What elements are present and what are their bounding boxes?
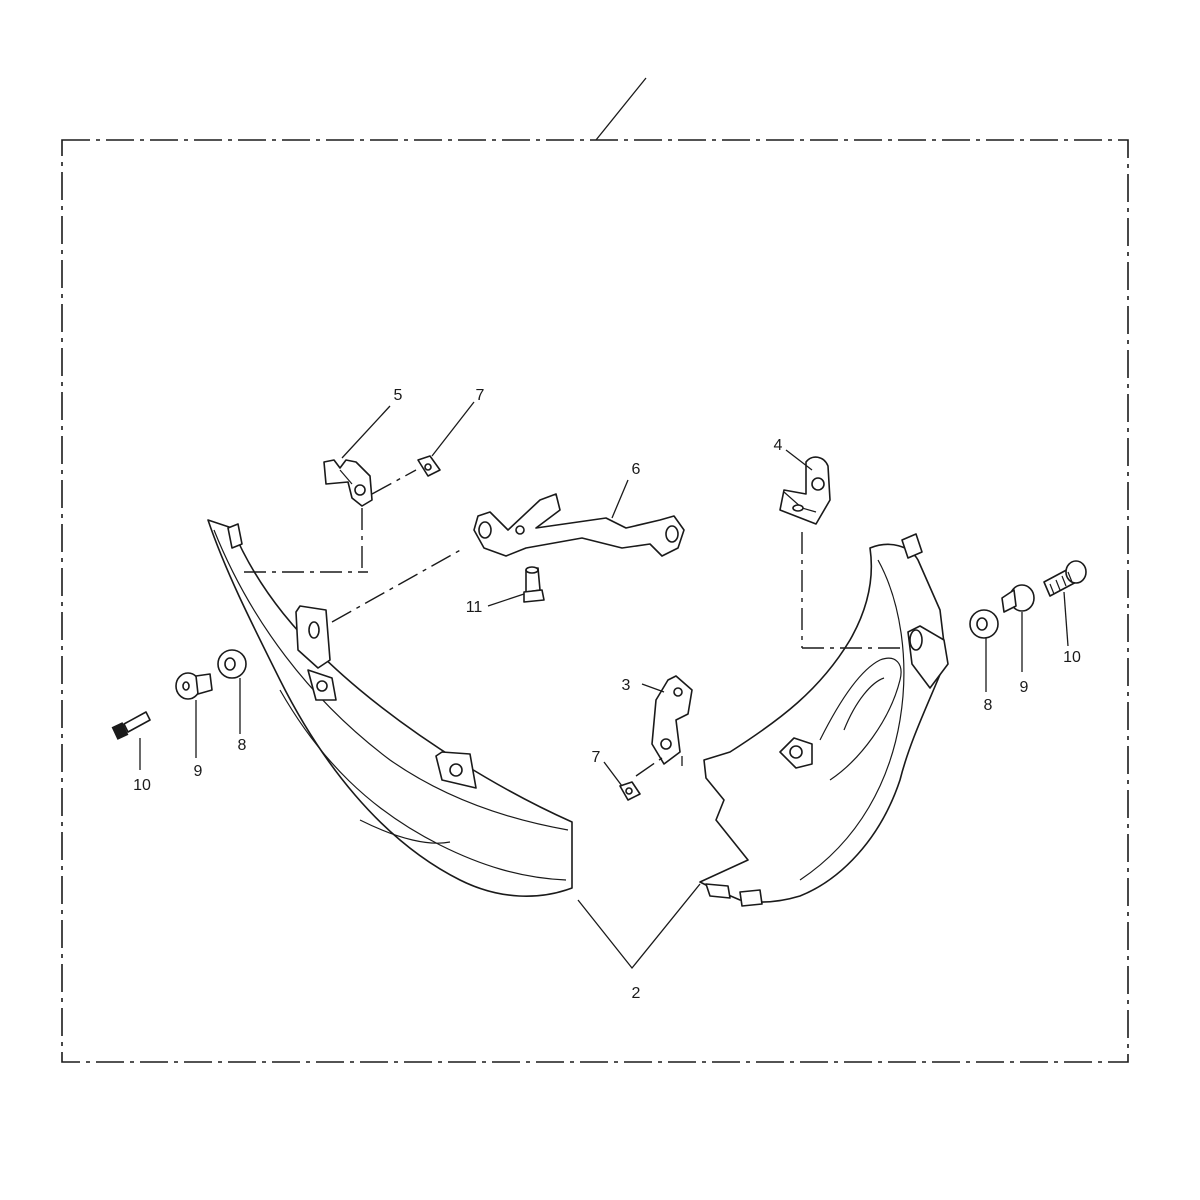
right-fairing-panel: [699, 533, 949, 907]
callout-labels: 2 3 4 5 6 7 7 8 8 9 9 10 10 11: [133, 387, 1081, 1002]
callout-4: 4: [774, 437, 783, 454]
part-9-washer-left: [175, 672, 213, 700]
callout-3: 3: [622, 677, 631, 694]
part-9-washer-right: [1001, 584, 1035, 613]
part-11-screw: [523, 566, 545, 603]
part-10-bolt-left: [111, 711, 151, 740]
callout-10-left: 10: [133, 777, 151, 794]
left-fairing-panel: [207, 519, 573, 897]
callout-10-right: 10: [1063, 649, 1081, 666]
part-6-bracket: [473, 493, 685, 557]
part-8-grommet-right: [969, 609, 999, 639]
leader-lines: [139, 401, 1069, 970]
part-10-bolt-right: [1043, 560, 1087, 597]
kit-boundary: [61, 139, 1129, 1063]
part-4-bracket: [779, 456, 831, 525]
callout-8-left: 8: [238, 737, 247, 754]
callout-7-top: 7: [476, 387, 485, 404]
callout-2: 2: [632, 985, 641, 1002]
part-5-bracket: [323, 459, 373, 507]
callout-8-right: 8: [984, 697, 993, 714]
part-7-nut-bottom: [619, 781, 641, 801]
part-8-grommet-left: [217, 649, 247, 679]
callout-11: 11: [466, 599, 483, 616]
part-3-bracket: [651, 675, 693, 766]
part-7-nut-top: [417, 455, 441, 477]
callout-6: 6: [632, 461, 641, 478]
callout-9-left: 9: [194, 763, 203, 780]
kit-leader: [595, 77, 647, 141]
assembly-lines: [244, 469, 906, 777]
callout-9-right: 9: [1020, 679, 1029, 696]
callout-7-bottom: 7: [592, 749, 601, 766]
callout-5: 5: [394, 387, 403, 404]
